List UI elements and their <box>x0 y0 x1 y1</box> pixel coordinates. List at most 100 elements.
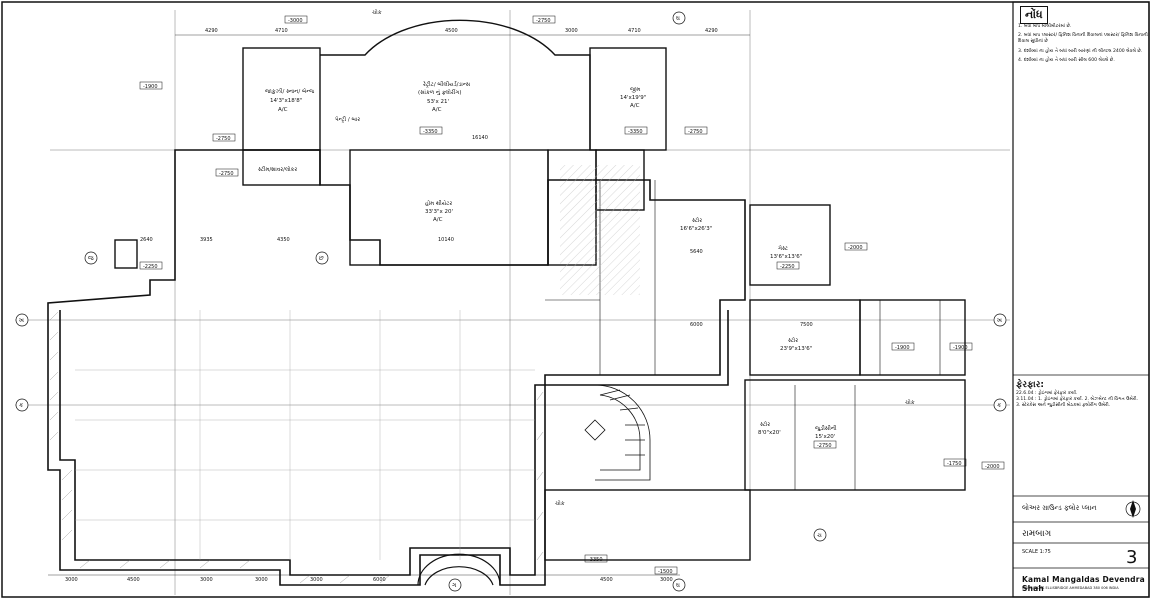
plan-label: 53'x 21' <box>427 99 449 105</box>
plan-label: 14'x19'9" <box>620 95 646 101</box>
plan-linework <box>609 394 631 401</box>
firm-address: MANGALDAS ELLISBRIDGE AHMEDABAD 380 006 … <box>1022 586 1119 590</box>
plan-linework <box>212 133 236 142</box>
plan-linework <box>49 411 59 421</box>
plan-linework <box>536 431 544 441</box>
plan-label: ચ <box>817 532 822 539</box>
plan-label: સ્ટીમ/શાવર/લોકર <box>258 166 297 173</box>
plan-linework <box>599 389 621 396</box>
plan-label: -3000 <box>288 18 303 24</box>
plan-label: -1900 <box>143 84 158 90</box>
plan-linework <box>536 391 544 401</box>
axis-marker-right-2 <box>993 398 1007 412</box>
plan-linework <box>49 331 59 341</box>
plan-linework <box>47 149 746 586</box>
plan-linework <box>379 574 391 584</box>
note-item: 4. દર્શાવ્યાં ના હોય તે બધાં બારી સીલ 60… <box>1018 57 1115 63</box>
plan-linework <box>59 310 729 576</box>
note-item: 3. દર્શાવ્યાં ના હોય તે બધાં બારી બારણાં… <box>1018 48 1143 54</box>
title-panel-frame <box>1012 1 1150 598</box>
plan-linework <box>61 469 73 481</box>
plan-label: ક <box>19 402 24 409</box>
plan-linework <box>49 351 59 361</box>
plan-label: ચોક <box>555 500 565 507</box>
spiral-staircase <box>584 384 651 481</box>
exterior-walls <box>47 149 746 586</box>
north-arrow-icon <box>1125 500 1141 518</box>
axis-markers: ખ ક ખ ક ઘ ઘ ગ ચ છ જ <box>15 11 1007 592</box>
axis-marker-right-1 <box>993 313 1007 327</box>
plan-label: A/C <box>433 217 443 223</box>
plan-label: 6000 <box>690 322 703 328</box>
plan-label: જ <box>88 255 94 262</box>
plan-label: 6000 <box>373 577 386 583</box>
plan-label: 4500 <box>445 28 458 34</box>
room-label: ચોક <box>372 9 382 16</box>
note-item: 1. બધાં માપ મીલીમીટરમાં છે. <box>1018 24 1072 29</box>
plan-label: 3000 <box>200 577 213 583</box>
plan-label: 4290 <box>205 28 218 34</box>
plan-linework <box>424 566 494 586</box>
plan-linework <box>339 574 351 584</box>
plan-label: 4710 <box>628 28 641 34</box>
plan-label: -2250 <box>143 264 158 270</box>
plan-label: -2000 <box>848 245 863 251</box>
revisions-title: ફેરફાર: <box>1016 380 1044 390</box>
plan-linework <box>49 391 59 401</box>
plan-label: -2750 <box>688 129 703 135</box>
plan-label: 4500 <box>600 577 613 583</box>
plan-linework <box>776 261 800 270</box>
project-name: રામબાગ <box>1022 529 1052 539</box>
plan-label: 13'6"x13'6" <box>770 254 802 260</box>
plan-label: 2640 <box>140 237 153 243</box>
plan-linework <box>536 511 544 521</box>
plan-label: -1900 <box>895 345 910 351</box>
plan-linework <box>624 126 648 135</box>
plan-label: (સાંકળ નું ફ્લોરીંગ) <box>418 89 461 96</box>
sheet-number: 3 <box>1126 547 1138 568</box>
plan-linework <box>159 559 171 569</box>
plan-label: -3350 <box>423 129 438 135</box>
plan-label: 4350 <box>277 237 290 243</box>
plan-label: સ્ટોર <box>692 217 702 224</box>
plan-linework <box>599 394 641 471</box>
axis-marker-bottom-2 <box>448 578 462 592</box>
plan-label: -3350 <box>628 129 643 135</box>
plan-linework <box>536 551 544 561</box>
plan-linework <box>1130 500 1136 518</box>
plan-label: ખ <box>19 317 24 324</box>
plan-linework <box>299 574 311 584</box>
plan-linework <box>61 509 73 521</box>
plan-label: ઘ <box>676 15 680 22</box>
plan-label: ગ <box>452 582 457 589</box>
plan-label: -1750 <box>947 461 962 467</box>
plan-label: હોમ થીયેટર <box>425 200 452 207</box>
plan-label: A/C <box>630 103 640 109</box>
note-item: 2. બધાં માપ પ્લાસ્ટર/ ફિનિશ વિનાની દિવાલ… <box>1018 33 1148 45</box>
plan-label: 4290 <box>705 28 718 34</box>
plan-label: 8'0"x20' <box>758 430 781 436</box>
plan-label: પેન્ટ્રી / બાર <box>335 116 360 123</box>
revision-item: 3. સ્ટેરકેસ અને જુડીસીની બેઠકમાં ફ્લોરીં… <box>1016 403 1111 408</box>
plan-label: ખ <box>997 317 1002 324</box>
plan-label: ક <box>997 402 1002 409</box>
plan-linework <box>943 458 967 467</box>
plan-label: -1900 <box>953 345 968 351</box>
plan-label: A/C <box>432 107 442 113</box>
title-block-rules <box>1013 374 1149 569</box>
plan-linework <box>584 554 608 563</box>
plan-linework <box>79 559 91 569</box>
plan-label: 16'6"x26'3" <box>680 226 712 232</box>
plan-label: 16140 <box>472 135 488 141</box>
plan-linework <box>544 489 751 561</box>
plan-label: 3000 <box>65 577 78 583</box>
plan-label: 3000 <box>310 577 323 583</box>
plan-label: -2750 <box>817 443 832 449</box>
plan-linework <box>320 19 591 150</box>
plan-linework <box>61 489 73 501</box>
notes-list: 1. બધાં માપ મીલીમીટરમાં છે. 2. બધાં માપ … <box>1018 24 1148 67</box>
plan-linework <box>242 149 321 186</box>
scale-label: SCALE 1:75 <box>1022 549 1051 555</box>
plan-label: સ્ટોર <box>788 337 798 344</box>
